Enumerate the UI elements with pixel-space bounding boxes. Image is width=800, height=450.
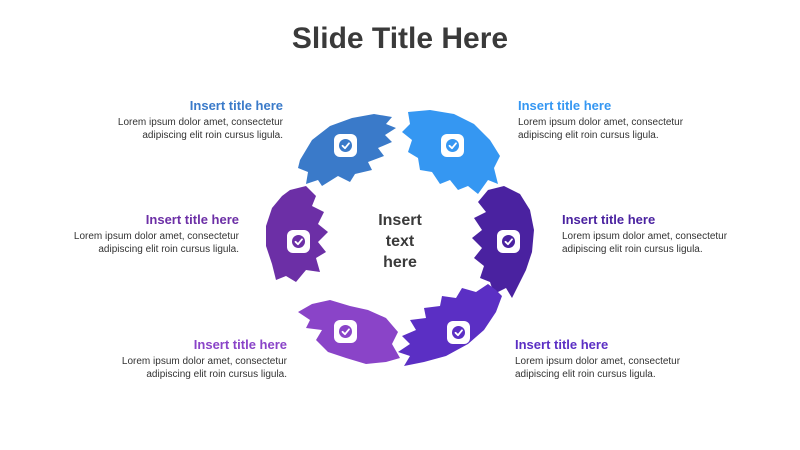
item-title: Insert title here [193,337,287,352]
item-title: Insert title here [189,98,283,113]
item-body: Lorem ipsum dolor amet, consectetur adip… [117,117,283,141]
item-body: Lorem ipsum dolor amet, consectetur adip… [515,356,681,380]
segment-top-left [298,114,396,186]
check-icon [497,230,520,253]
item-title: Insert title here [515,337,609,352]
item-body: Lorem ipsum dolor amet, consectetur adip… [121,356,287,380]
check-icon [287,230,310,253]
slide-title: Slide Title Here [291,22,509,55]
check-icon [334,320,357,343]
check-icon [447,321,470,344]
segment-left [266,186,328,282]
item-title: Insert title here [145,212,239,227]
check-icon [441,134,464,157]
item-title: Insert title here [518,98,612,113]
segment-top-right [402,110,500,194]
item-body: Lorem ipsum dolor amet, consectetur adip… [73,231,239,255]
item-left: Insert title here Lorem ipsum dolor amet… [29,212,239,256]
center-text: Insert text here [378,212,422,271]
item-right: Insert title here Lorem ipsum dolor amet… [562,212,772,256]
item-body: Lorem ipsum dolor amet, consectetur adip… [562,231,728,255]
item-bottom-right: Insert title here Lorem ipsum dolor amet… [515,337,725,381]
item-title: Insert title here [562,212,656,227]
check-icon [334,134,357,157]
item-body: Lorem ipsum dolor amet, consectetur adip… [518,117,684,141]
item-top-left: Insert title here Lorem ipsum dolor amet… [73,98,283,142]
segment-bottom-left [298,300,400,364]
segment-right [472,186,534,298]
item-top-right: Insert title here Lorem ipsum dolor amet… [518,98,728,142]
item-bottom-left: Insert title here Lorem ipsum dolor amet… [77,337,287,381]
segment-bottom-right [398,284,502,366]
